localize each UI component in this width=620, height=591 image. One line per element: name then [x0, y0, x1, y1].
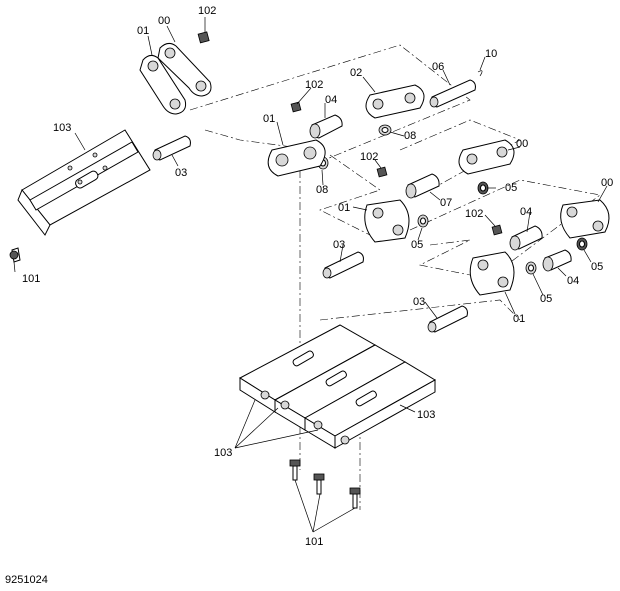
label-05: 05 [591, 261, 603, 273]
label-00: 00 [601, 177, 613, 189]
assembly-lines [189, 44, 601, 510]
pins [152, 70, 483, 333]
label-103: 103 [53, 122, 71, 134]
figure-id: 9251024 [5, 574, 48, 586]
label-03: 03 [333, 239, 345, 251]
label-102: 102 [198, 5, 216, 17]
track-shoe-single [9, 129, 151, 263]
label-05: 05 [411, 239, 423, 251]
label-10: 10 [485, 48, 497, 60]
label-102: 102 [465, 208, 483, 220]
label-01: 01 [513, 313, 525, 325]
label-00: 00 [158, 15, 170, 27]
label-07: 07 [440, 197, 452, 209]
label-06: 06 [432, 61, 444, 73]
label-04: 04 [567, 275, 579, 287]
track-link-pair-top [139, 31, 212, 115]
label-01: 01 [137, 25, 149, 37]
label-03: 03 [413, 296, 425, 308]
track-bolts [289, 459, 361, 509]
label-05: 05 [505, 182, 517, 194]
label-00: 00 [516, 138, 528, 150]
label-101: 101 [22, 273, 40, 285]
label-08: 08 [404, 130, 416, 142]
label-04: 04 [325, 94, 337, 106]
seals [290, 101, 588, 275]
label-01: 01 [263, 113, 275, 125]
label-04: 04 [520, 206, 532, 218]
label-101: 101 [305, 536, 323, 548]
label-103: 103 [214, 447, 232, 459]
label-05: 05 [540, 293, 552, 305]
label-103: 103 [417, 409, 435, 421]
label-01: 01 [338, 202, 350, 214]
label-03: 03 [175, 167, 187, 179]
leader-lines [13, 17, 608, 533]
label-08: 08 [316, 184, 328, 196]
label-102: 102 [360, 151, 378, 163]
label-02: 02 [350, 67, 362, 79]
track-links [267, 84, 610, 296]
bushings [309, 114, 572, 272]
track-shoes-assembled [239, 324, 436, 449]
callout-labels: 00 01 102 103 101 03 102 04 01 02 06 10 … [22, 5, 613, 548]
label-102: 102 [305, 79, 323, 91]
